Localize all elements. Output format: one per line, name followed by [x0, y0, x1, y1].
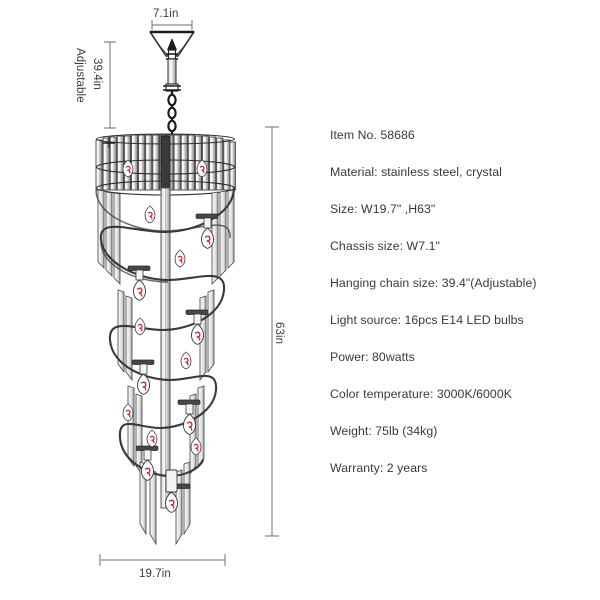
canopy — [149, 30, 195, 60]
center-pole — [160, 187, 171, 509]
crystal-rod-band — [95, 133, 236, 196]
dimension-total-width — [99, 554, 226, 566]
bulb-arm — [135, 445, 159, 481]
bulb — [201, 227, 214, 249]
spec-item-no: Item No. 58686 — [330, 128, 415, 142]
bulb — [183, 413, 196, 435]
bulb — [165, 491, 178, 513]
bulb — [146, 429, 158, 448]
bulb — [191, 323, 204, 345]
spec-hanging-chain: Hanging chain size: 39.4"(Adjustable) — [330, 276, 537, 290]
bulb — [196, 159, 208, 178]
spec-power: Power: 80watts — [330, 350, 415, 364]
hanging-chain — [167, 91, 177, 136]
bulb-arm — [177, 399, 201, 435]
bulb — [137, 373, 150, 395]
dimension-label-total-width: 19.7in — [139, 568, 171, 580]
bulb-arm — [131, 359, 155, 395]
bulb — [122, 403, 134, 422]
specification-list: Item No. 58686 Material: stainless steel… — [330, 128, 592, 498]
bulb-arm — [127, 265, 151, 301]
spec-size: Size: W19.7" ,H63" — [330, 202, 436, 216]
bulb — [174, 249, 186, 268]
crystal-blade-curtain — [97, 189, 235, 546]
dimension-chassis-width — [151, 20, 193, 30]
dimension-label-adjustable: Adjustable — [74, 48, 86, 103]
suspension-rod — [163, 58, 181, 92]
bulb — [180, 351, 192, 370]
bulb — [141, 459, 154, 481]
bulb-arm — [165, 469, 191, 513]
bulb-arm-group — [122, 205, 219, 513]
bulb — [122, 159, 134, 178]
spec-light-source: Light source: 16pcs E14 LED bulbs — [330, 313, 524, 327]
spec-color-temperature: Color temperature: 3000K/6000K — [330, 387, 512, 401]
spec-material: Material: stainless steel, crystal — [330, 165, 502, 179]
chandelier-drawing: 7.1in Adjustable 39.4in 63in 19.7in — [74, 8, 285, 580]
spiral-helix-back — [95, 189, 231, 283]
bulb-arm — [185, 309, 209, 345]
bulb — [190, 437, 202, 456]
spiral-helix — [99, 186, 236, 478]
bulb-arm — [195, 213, 219, 249]
bulb — [134, 317, 146, 336]
spec-warranty: Warranty: 2 years — [330, 461, 428, 475]
spec-weight: Weight: 75lb (34kg) — [330, 424, 438, 438]
dimension-hanging-chain — [104, 41, 116, 129]
spec-chassis-size: Chassis size: W7.1" — [330, 239, 440, 253]
bulb — [144, 205, 156, 224]
dimension-label-total-height: 63in — [273, 322, 285, 345]
dimension-label-hanging-chain: 39.4in — [91, 58, 103, 90]
dimension-total-height — [265, 126, 279, 537]
dimension-label-chassis-width: 7.1in — [153, 8, 179, 20]
bulb — [133, 279, 146, 301]
